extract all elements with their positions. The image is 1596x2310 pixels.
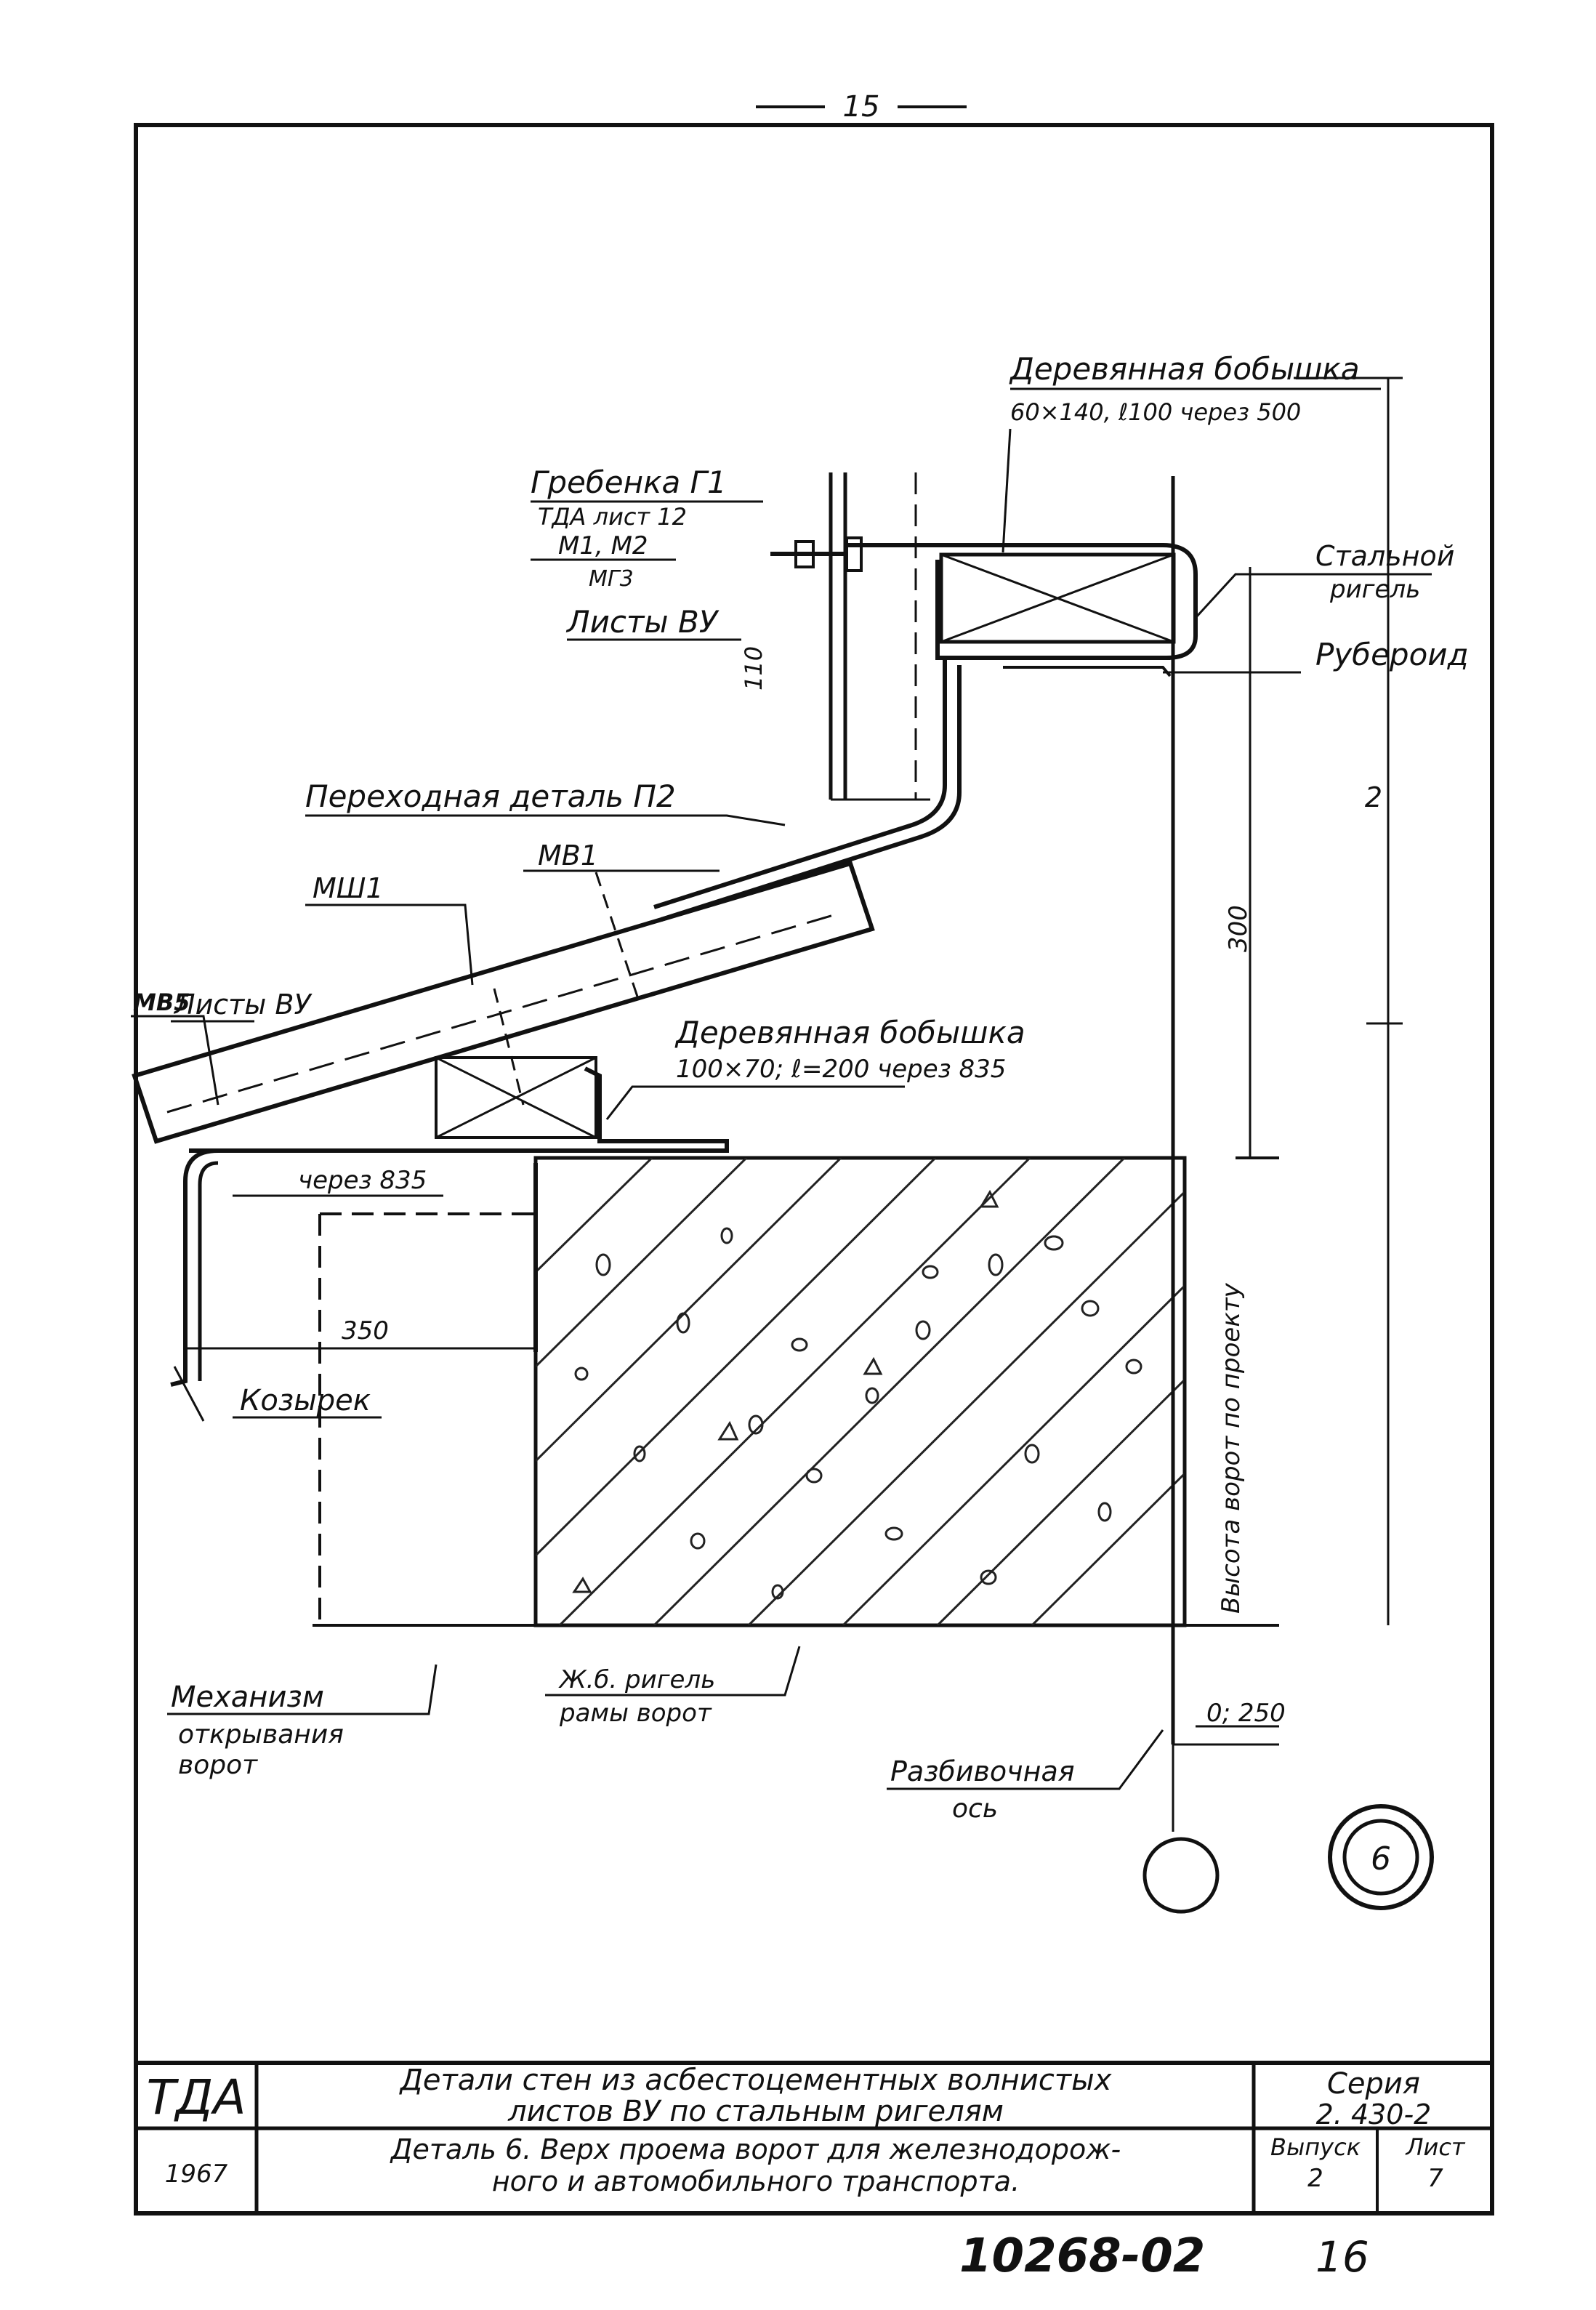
comb-title: Гребенка Г1 bbox=[531, 464, 727, 500]
layout-axis bbox=[1142, 1625, 1279, 1914]
detail-line-1: Деталь 6. Верх проема ворот для железнод… bbox=[390, 2133, 1121, 2165]
wood-block-upper bbox=[939, 552, 1176, 644]
sheet-label: Лист bbox=[1405, 2133, 1465, 2161]
dimension-350-label: 350 bbox=[342, 1316, 389, 1345]
concrete-beam bbox=[533, 1156, 1187, 1627]
steel-rail-label-1: Стальной bbox=[1315, 540, 1454, 572]
issue-value: 2 bbox=[1307, 2164, 1323, 2193]
title-block: ТДА 1967 Детали стен из асбестоцементных… bbox=[136, 2061, 1492, 2213]
leader-lines bbox=[131, 387, 1432, 1790]
mv5-label: МВ5 bbox=[133, 989, 190, 1016]
right-dimension-line: 2 bbox=[1294, 377, 1403, 1625]
dimension-300-label: 300 bbox=[1224, 905, 1253, 952]
transition-part-p2 bbox=[653, 658, 947, 909]
through-835-label: через 835 bbox=[298, 1166, 427, 1195]
sheet-frame bbox=[134, 123, 1494, 2216]
wood-block-top-spec: 60×140, ℓ100 через 500 bbox=[1010, 398, 1301, 426]
mg3-label: МГ3 bbox=[589, 566, 634, 592]
axis-label-2: ось bbox=[952, 1794, 998, 1824]
gate-height-band bbox=[1171, 476, 1279, 1744]
transition-part-p2-inner bbox=[661, 665, 962, 922]
detail-line-2: ного и автомобильного транспорта. bbox=[492, 2165, 1020, 2197]
bottom-sheet-number: 16 bbox=[1315, 2232, 1369, 2282]
transition-part-label: Переходная деталь П2 bbox=[305, 778, 676, 814]
bottom-document-code: 10268-02 bbox=[959, 2229, 1205, 2283]
detail-mark-label: 6 bbox=[1371, 1840, 1391, 1878]
concrete-hatching bbox=[536, 1158, 1185, 1625]
rc-beam-label-1: Ж.б. ригель bbox=[558, 1665, 715, 1694]
dimension-2-label: 2 bbox=[1365, 781, 1382, 813]
series-label: Серия bbox=[1327, 2067, 1420, 2101]
canopy-profile-inner bbox=[198, 1161, 219, 1381]
mechanism-outline bbox=[313, 1212, 536, 1627]
axis-label-1: Разбивочная bbox=[890, 1755, 1075, 1787]
org-label: ТДА bbox=[146, 2069, 246, 2125]
mechanism-label-1: Механизм bbox=[171, 1681, 324, 1714]
ruberoid-label: Рубероид bbox=[1315, 637, 1469, 672]
page-number-header: 15 bbox=[756, 90, 967, 124]
upper-wall-column bbox=[829, 472, 930, 801]
angle-bracket bbox=[189, 1066, 729, 1153]
sheets-vu-lower-label: Листы ВУ bbox=[173, 989, 313, 1021]
issue-label: Выпуск bbox=[1270, 2133, 1361, 2161]
steel-beam bbox=[847, 543, 1198, 677]
m1-m2-label: М1, М2 bbox=[558, 531, 648, 560]
rc-beam-label-2: рамы ворот bbox=[559, 1699, 712, 1728]
sheets-vu-upper-label: Листы ВУ bbox=[565, 604, 720, 640]
detail-marker: 6 bbox=[1328, 1804, 1434, 1910]
page-number: 15 bbox=[843, 90, 880, 124]
offset-label: 0; 250 bbox=[1206, 1699, 1286, 1728]
series-value: 2. 430-2 bbox=[1316, 2098, 1432, 2130]
canopy-label: Козырек bbox=[240, 1384, 371, 1417]
concrete-aggregate bbox=[572, 1189, 1142, 1600]
bolt-upper bbox=[770, 536, 863, 572]
mechanism-label-2: открывания bbox=[178, 1720, 344, 1750]
title-line-1: Детали стен из асбестоцементных волнисты… bbox=[399, 2064, 1112, 2097]
comb-ref: ТДА лист 12 bbox=[538, 503, 687, 531]
wood-block-lower bbox=[435, 872, 641, 1139]
mechanism-label-3: ворот bbox=[178, 1750, 258, 1780]
title-line-2: листов ВУ по стальным ригелям bbox=[507, 2095, 1004, 2128]
mv1-label: МВ1 bbox=[538, 840, 598, 872]
wood-block-lower-spec: 100×70; ℓ=200 через 835 bbox=[676, 1055, 1006, 1084]
canopy-profile bbox=[170, 1148, 219, 1387]
wood-block-top-title: Деревянная бобышка bbox=[1009, 351, 1360, 387]
gate-height-label: Высота ворот по проекту bbox=[1217, 1282, 1246, 1614]
msh1-label: МШ1 bbox=[313, 872, 384, 904]
dimension-110-label: 110 bbox=[740, 646, 767, 691]
steel-rail-label-2: ригель bbox=[1329, 575, 1420, 604]
year-label: 1967 bbox=[165, 2160, 228, 2189]
wood-block-lower-title: Деревянная бобышка bbox=[674, 1015, 1025, 1050]
sheet-value: 7 bbox=[1427, 2164, 1443, 2193]
